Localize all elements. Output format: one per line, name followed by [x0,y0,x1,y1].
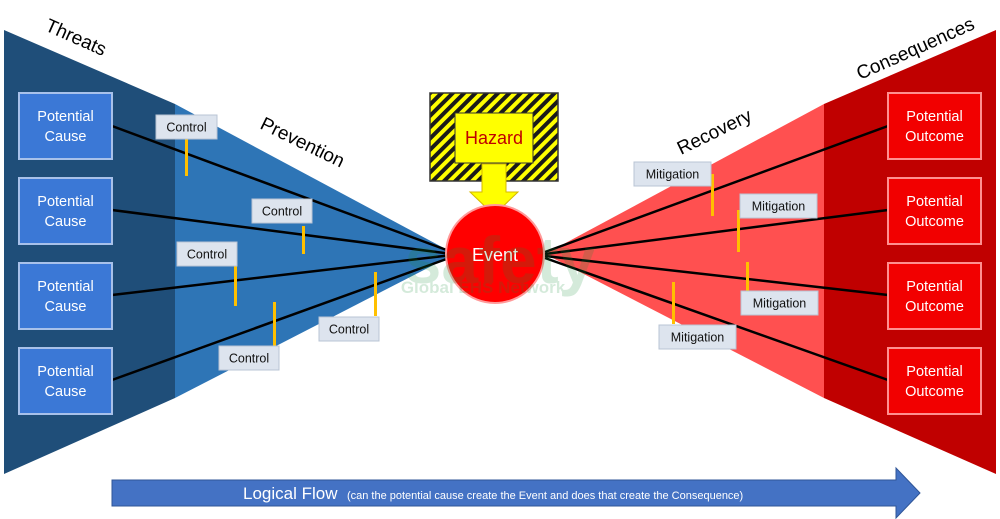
mitigation-label: Mitigation [633,161,712,187]
control-label: Control [218,345,280,371]
flow-main-text: Logical Flow [243,484,338,503]
outcome-label-line2: Outcome [905,129,964,145]
control-label: Control [318,316,380,342]
control-bars [185,138,377,346]
outcome-label-line2: Outcome [905,214,964,230]
control-labels: Control Control Control Control Control [155,114,380,371]
outcome-label-line1: Potential [906,279,962,295]
outcome-box: Potential Outcome [887,177,982,245]
control-label: Control [251,198,313,224]
control-label-text: Control [166,121,206,135]
cause-label-line1: Potential [37,109,93,125]
control-label: Control [155,114,218,140]
control-label-text: Control [329,323,369,337]
cause-label-line1: Potential [37,194,93,210]
event-label: Event [472,245,518,265]
control-label-text: Control [229,352,269,366]
outcome-box: Potential Outcome [887,262,982,330]
cause-box: Potential Cause [18,177,113,245]
control-bar [374,272,377,316]
consequence-line [544,254,889,297]
threat-line [111,124,453,254]
mitigation-label-text: Mitigation [646,168,700,182]
hazard-arrow [468,163,520,216]
cause-box: Potential Cause [18,92,113,160]
cause-label-line2: Cause [45,299,87,315]
cause-label-line1: Potential [37,279,93,295]
outcome-label-line2: Outcome [905,384,964,400]
cause-label-line2: Cause [45,129,87,145]
recovery-zone [545,104,824,398]
mitigation-bars [672,174,749,324]
threat-line [111,255,453,382]
outcome-label-line1: Potential [906,109,962,125]
cause-label-line2: Cause [45,214,87,230]
outcome-box: Potential Outcome [887,347,982,415]
hazard-label-box [454,112,534,164]
control-label-text: Control [187,248,227,262]
flow-arrow-shape [111,466,921,519]
control-bar [234,264,237,306]
mitigation-bar [737,210,740,252]
control-label-text: Control [262,205,302,219]
consequence-line [544,124,889,254]
flow-sub-text: (can the potential cause create the Even… [347,490,743,502]
mitigation-label-text: Mitigation [752,200,806,214]
mitigation-labels: Mitigation Mitigation Mitigation Mitigat… [633,161,819,350]
watermark-line2: Global EHS Network [401,278,566,297]
cause-box: Potential Cause [18,262,113,330]
control-bar [185,138,188,176]
flow-label: Logical Flow (can the potential cause cr… [243,484,743,503]
event-circle [445,204,545,304]
consequence-line [544,208,889,256]
event-node: Event [445,204,545,304]
mitigation-bar [672,282,675,324]
outcome-label-line1: Potential [906,194,962,210]
threat-lines [111,124,453,382]
threat-line [111,253,453,297]
cause-boxes: Potential Cause Potential Cause Potentia… [18,92,113,415]
consequence-line [544,256,889,382]
hazard-label: Hazard [465,128,523,148]
mitigation-label: Mitigation [658,324,737,350]
logical-flow-arrow: Logical Flow (can the potential cause cr… [111,466,921,519]
mitigation-bar [746,262,749,294]
watermark: safety Global EHS Network [401,223,596,297]
cause-label-line2: Cause [45,384,87,400]
consequence-lines [544,124,889,382]
threat-line [111,208,453,256]
prevention-zone [175,104,455,398]
mitigation-label: Mitigation [740,290,819,316]
control-bar [302,226,305,254]
mitigation-label: Mitigation [739,193,818,219]
outcome-boxes: Potential Outcome Potential Outcome Pote… [887,92,982,415]
outcome-label-line1: Potential [906,364,962,380]
cause-label-line1: Potential [37,364,93,380]
mitigation-label-text: Mitigation [753,297,807,311]
outcome-box: Potential Outcome [887,92,982,160]
mitigation-label-text: Mitigation [671,331,725,345]
watermark-line1: safety [405,223,596,297]
control-label: Control [176,241,238,267]
mitigation-bar [711,174,714,216]
outcome-label-line2: Outcome [905,299,964,315]
cause-box: Potential Cause [18,347,113,415]
control-bar [273,302,276,346]
